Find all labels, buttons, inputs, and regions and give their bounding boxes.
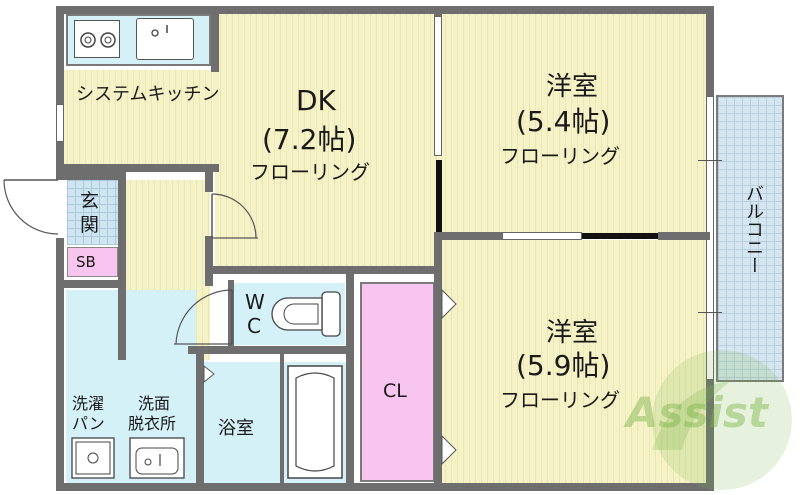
balcony-divider-top — [698, 160, 722, 161]
wall-closet-right — [434, 282, 442, 483]
assist-logo — [652, 350, 792, 490]
stove-icon — [74, 20, 120, 58]
balcony-label: バルコニー — [743, 184, 764, 274]
wall-entrance-top — [56, 172, 126, 180]
wall-right-lower — [706, 380, 714, 491]
wall-left-mid — [56, 142, 64, 180]
wall-dk-bottom — [210, 266, 442, 274]
wall-wc-right — [346, 274, 354, 484]
western-room-2-floor-label: フローリング — [500, 388, 620, 412]
entrance-label-line2: 関 — [80, 214, 100, 236]
wall-wash-top — [64, 280, 126, 288]
western-room-2-floor — [440, 240, 710, 483]
wc-label-line1: W — [245, 290, 265, 314]
bath-label: 浴室 — [218, 418, 254, 439]
sliding-door-western-bar — [582, 233, 658, 239]
dk-floor-label: フローリング — [250, 160, 370, 184]
wall-bath-left — [196, 354, 204, 483]
shoe-box — [67, 247, 118, 277]
window-left — [56, 104, 64, 142]
western-room-2-name: 洋室 — [546, 318, 599, 348]
dk-floor — [215, 14, 440, 269]
dk-door-icon — [211, 193, 258, 239]
wall-dk-western-upper — [434, 6, 442, 16]
wall-right-upper — [706, 6, 714, 96]
kitchen-label: システムキッチン — [76, 84, 220, 105]
sliding-door-dk-bar — [436, 160, 442, 232]
wall-bottom — [56, 483, 714, 491]
wall-hall-left — [118, 180, 126, 280]
kitchen-area — [62, 70, 222, 165]
washer-label-line1: 洗濯 — [72, 394, 105, 413]
bathtub-icon — [287, 365, 343, 479]
western-room-1-floor-label: フローリング — [500, 144, 620, 168]
wall-western-divider-right — [658, 232, 710, 240]
dressing-label-line1: 洗面 — [138, 394, 171, 413]
wall-entrance-left — [56, 238, 64, 483]
entrance-label-line1: 玄 — [80, 190, 100, 212]
wall-top — [56, 6, 714, 14]
washing-machine-pan-icon — [71, 437, 115, 479]
wall-wc-bottom — [188, 346, 350, 354]
wall-bath-inner — [280, 354, 284, 483]
wall-dk-western-lower — [434, 232, 442, 282]
wall-hall-right-low — [205, 236, 213, 286]
western-room-1-size: (5.4帖) — [516, 105, 611, 138]
closet-label: CL — [383, 380, 407, 402]
entrance-door-icon — [3, 179, 59, 235]
shoebox-label: SB — [76, 253, 96, 271]
dk-name: DK — [296, 84, 336, 117]
wall-left-upper — [56, 6, 64, 104]
sliding-door-dk — [434, 16, 442, 156]
sliding-door-western — [502, 232, 582, 240]
wall-kitchen-right — [211, 6, 219, 72]
dk-size: (7.2帖) — [262, 123, 357, 156]
wc-label-line2: C — [247, 314, 261, 338]
wc-door-icon — [174, 289, 233, 345]
balcony-divider-bottom — [698, 312, 722, 313]
dressing-label-line2: 脱衣所 — [128, 414, 177, 433]
wall-wc-left — [228, 280, 234, 350]
western-room-1-floor — [440, 14, 710, 236]
toilet-icon — [271, 291, 341, 337]
western-room-2-size: (5.9帖) — [516, 349, 611, 382]
wall-hall-right — [205, 172, 213, 192]
washer-label-line2: パン — [72, 414, 105, 433]
bath-door-icon — [203, 364, 215, 384]
assist-logo-text: Assist — [626, 388, 768, 437]
wall-hall-top — [64, 164, 219, 172]
wall-wash-left-inner — [118, 280, 126, 360]
entrance-floor — [67, 180, 118, 245]
kitchen-sink-icon — [136, 18, 194, 60]
western-room-1-name: 洋室 — [546, 72, 599, 102]
washbasin-icon — [129, 437, 185, 479]
closet-door-icon — [441, 288, 457, 466]
balcony-floor — [716, 95, 784, 382]
wall-western-divider — [440, 232, 502, 240]
